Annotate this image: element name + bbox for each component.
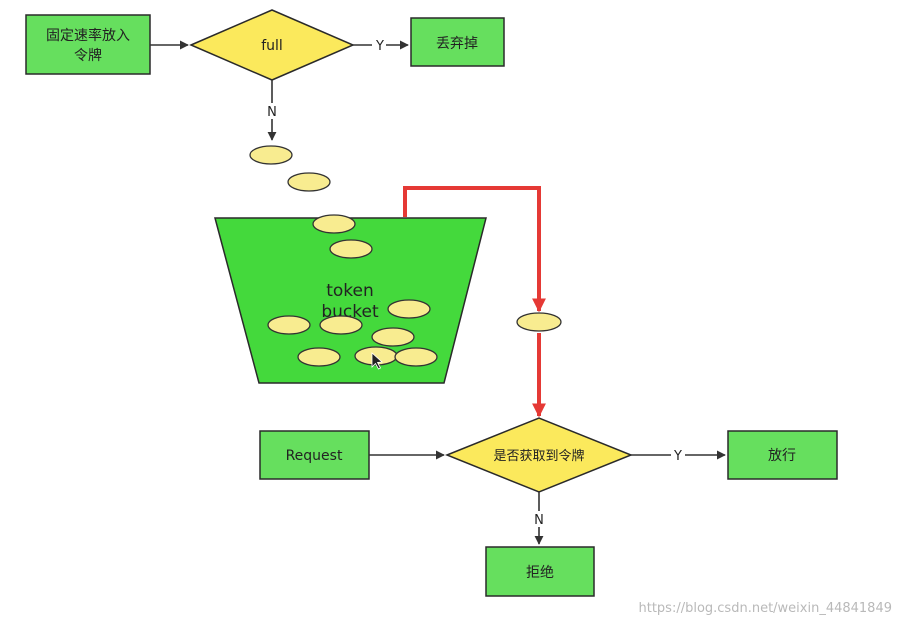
token-icon <box>267 315 311 335</box>
full-decision-label: full <box>261 38 283 54</box>
token-icon <box>312 214 356 234</box>
producer-node: 固定速率放入 令牌 <box>25 14 151 75</box>
edge-full-yes-label: Y <box>375 39 384 54</box>
token-icon <box>249 145 293 165</box>
request-label: Request <box>286 448 343 464</box>
edge-token-no-label: N <box>534 513 544 528</box>
producer-label-line2: 令牌 <box>74 47 102 64</box>
reject-label: 拒绝 <box>526 565 554 581</box>
request-node: Request <box>259 430 370 480</box>
token-icon <box>297 347 341 367</box>
edge-label-bg <box>372 37 386 53</box>
edge-full-no-label: N <box>267 105 277 120</box>
token-icon <box>371 327 415 347</box>
allow-node: 放行 <box>727 430 838 480</box>
edge-label-bg <box>264 103 280 119</box>
allow-label: 放行 <box>768 448 796 464</box>
edge-token-yes-label: Y <box>673 449 682 464</box>
token-check-decision: 是否获取到令牌 <box>444 417 634 493</box>
bucket-label-line1: token <box>326 281 374 301</box>
full-decision: full <box>189 9 355 81</box>
edge-label-bg <box>671 447 685 463</box>
watermark: https://blog.csdn.net/weixin_44841849 <box>638 601 892 616</box>
token-path-top <box>403 186 546 313</box>
discard-node: 丢弃掉 <box>410 17 505 67</box>
mouse-cursor-icon <box>371 352 383 370</box>
token-icon <box>387 299 431 319</box>
token-icon <box>394 347 438 367</box>
token-icon <box>287 172 331 192</box>
producer-label-line1: 固定速率放入 <box>46 27 130 44</box>
token-icon <box>329 239 373 259</box>
reject-node: 拒绝 <box>485 546 595 597</box>
edge-label-bg <box>531 511 547 527</box>
token-bucket <box>214 217 487 384</box>
token-icon <box>516 312 562 332</box>
token-icon <box>319 315 363 335</box>
token-check-label: 是否获取到令牌 <box>493 448 584 464</box>
discard-label: 丢弃掉 <box>436 36 478 52</box>
